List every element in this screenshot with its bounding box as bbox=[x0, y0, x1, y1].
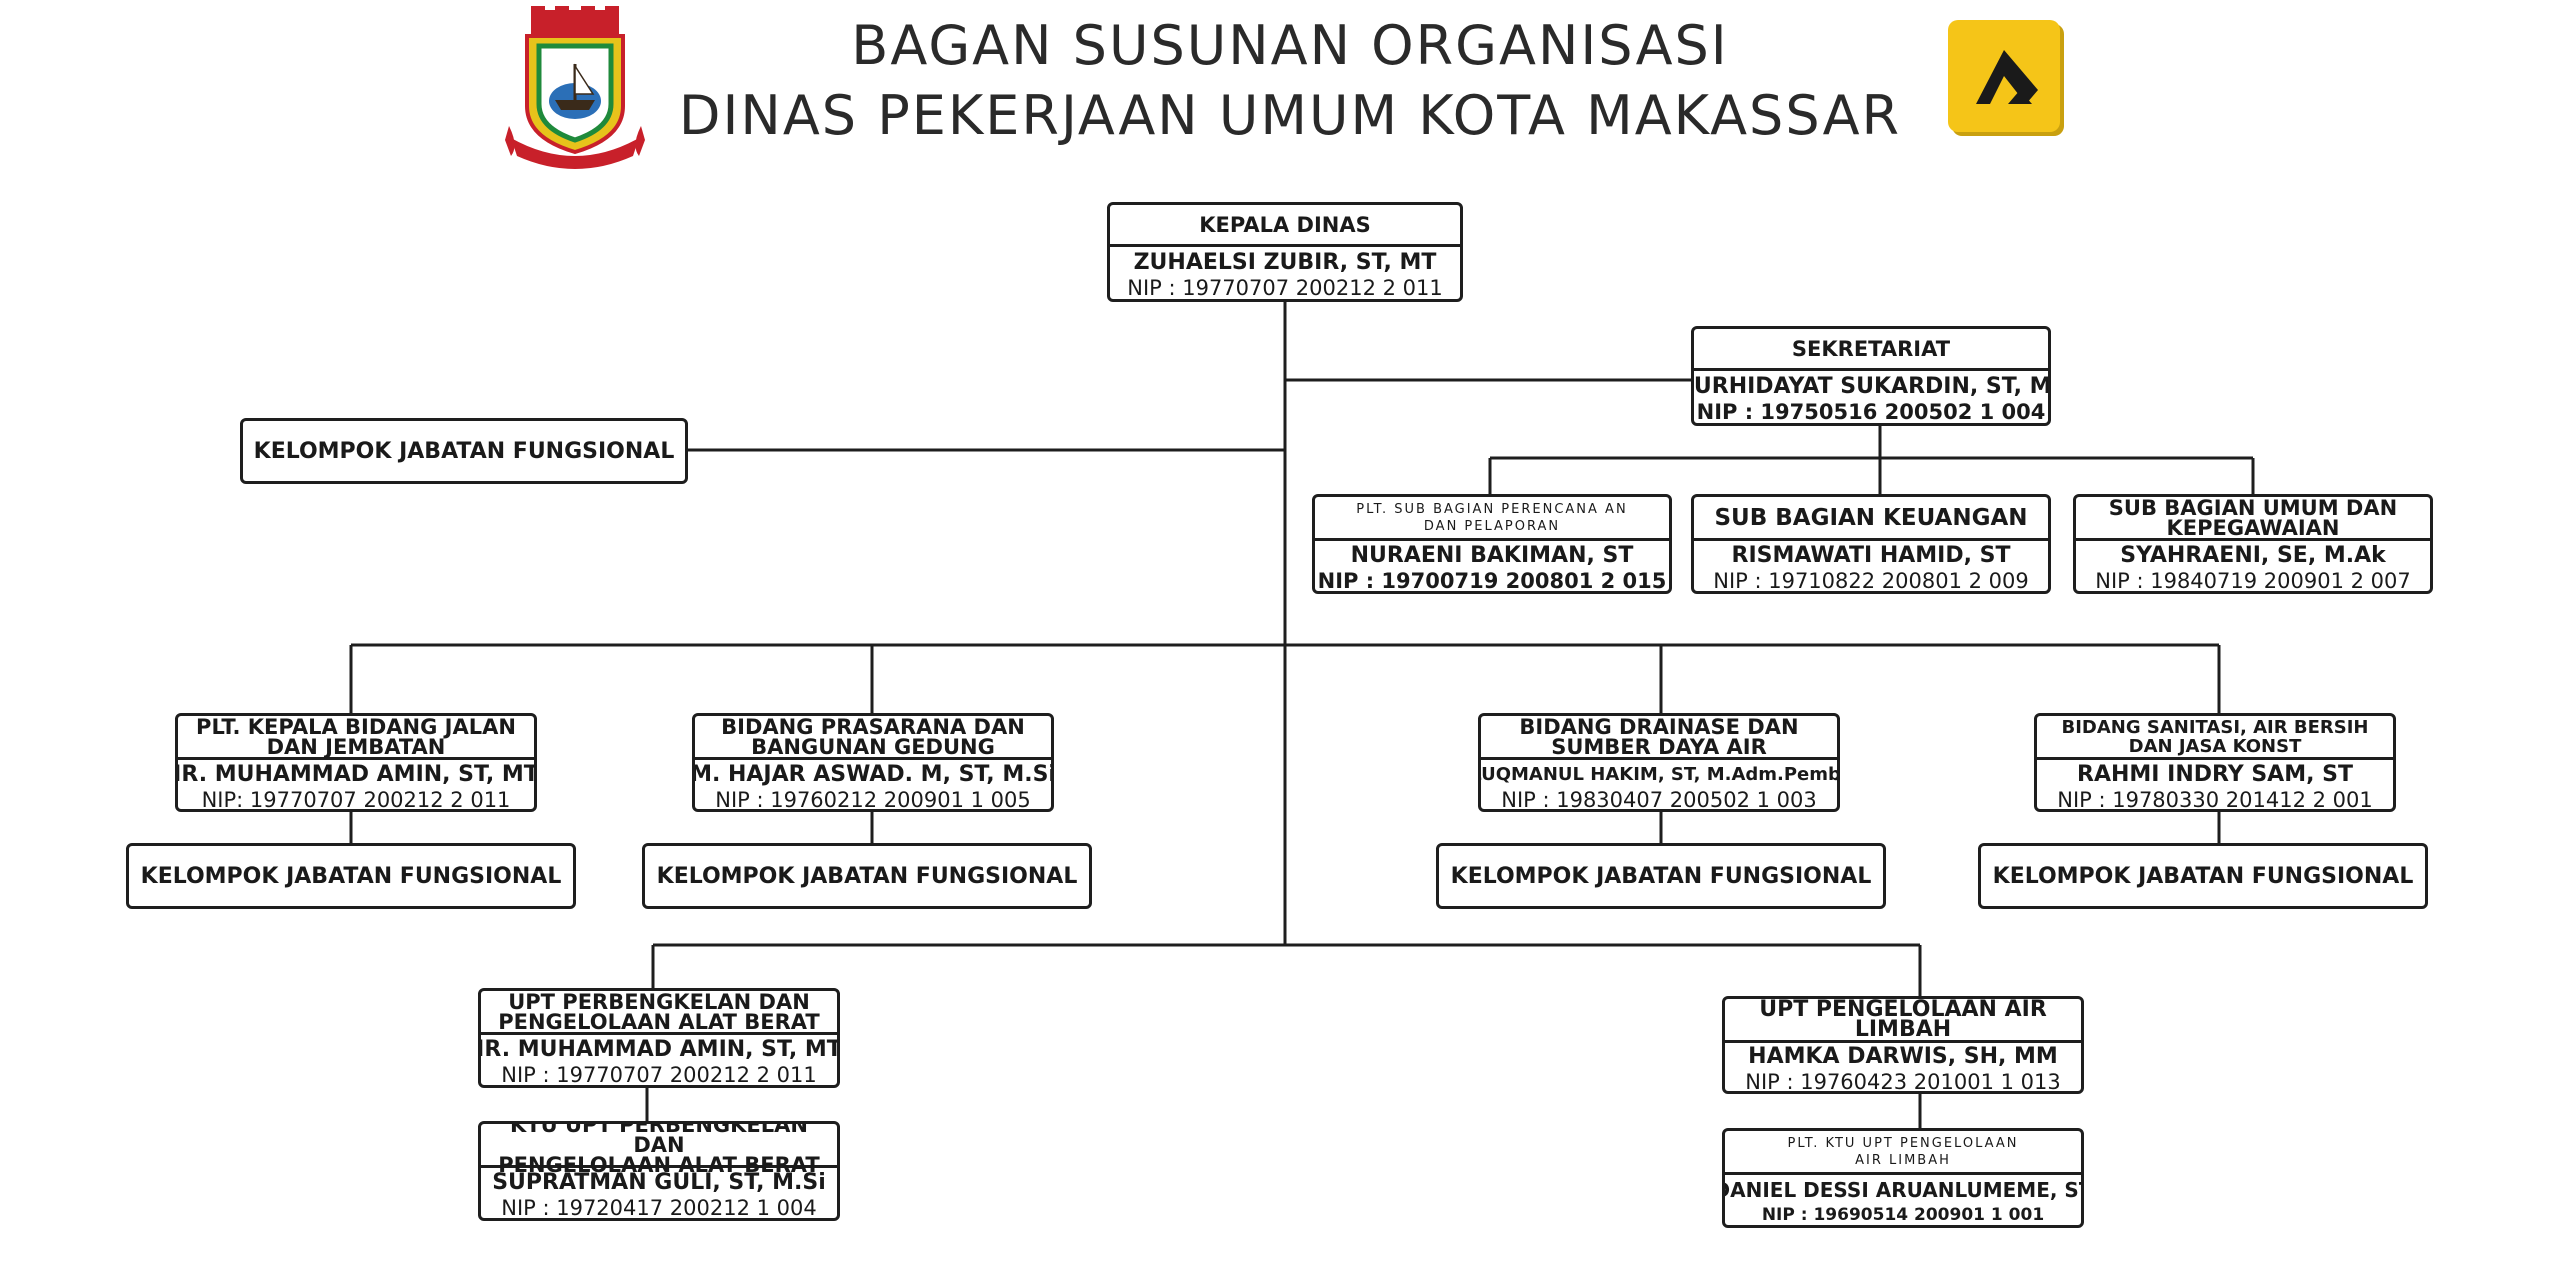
bidang-jalan-box: PLT. KEPALA BIDANG JALAN DAN JEMBATAN IR… bbox=[175, 713, 537, 812]
bidang-drainase-title-1: BIDANG DRAINASE DAN bbox=[1519, 714, 1799, 739]
bidang-sanitasi-title-1: BIDANG SANITASI, AIR BERSIH bbox=[2061, 716, 2369, 738]
subbagian-umum-nip: NIP : 19840719 200901 2 007 bbox=[2095, 569, 2411, 593]
ktu-upt-perbengkelan-nip: NIP : 19720417 200212 1 004 bbox=[501, 1196, 817, 1220]
title-line-1: BAGAN SUSUNAN ORGANISASI bbox=[851, 14, 1729, 77]
bidang-sanitasi-title-2: DAN JASA KONST bbox=[2128, 735, 2302, 757]
ktu-upt-air-limbah-title-1: PLT. KTU UPT PENGELOLAAN bbox=[1787, 1135, 2019, 1151]
kelompok-fungsional-bidang-1: KELOMPOK JABATAN FUNGSIONAL bbox=[126, 843, 576, 909]
bidang-prasarana-title-2: BANGUNAN GEDUNG bbox=[751, 734, 995, 759]
subbagian-perencanaan-box: PLT. SUB BAGIAN PERENCANA AN DAN PELAPOR… bbox=[1312, 494, 1672, 594]
subbagian-umum-title-1: SUB BAGIAN UMUM DAN bbox=[2108, 495, 2398, 520]
ktu-upt-perbengkelan-title-2: PENGELOLAAN ALAT BERAT bbox=[498, 1152, 820, 1177]
makassar-city-seal-icon bbox=[505, 6, 645, 176]
subbagian-perencanaan-title-2: DAN PELAPORAN bbox=[1423, 518, 1561, 534]
bidang-jalan-title-2: DAN JEMBATAN bbox=[266, 734, 446, 759]
subbagian-perencanaan-name: NURAENI BAKIMAN, ST bbox=[1350, 543, 1634, 568]
subbagian-keuangan-box: SUB BAGIAN KEUANGAN RISMAWATI HAMID, ST … bbox=[1691, 494, 2051, 594]
sekretariat-nip: NIP : 19750516 200502 1 004 bbox=[1696, 400, 2046, 424]
bidang-jalan-name: IR. MUHAMMAD AMIN, ST, MT bbox=[175, 761, 537, 787]
bidang-sanitasi-nip: NIP : 19780330 201412 2 001 bbox=[2057, 787, 2373, 812]
title-line-2: DINAS PEKERJAAN UMUM KOTA MAKASSAR bbox=[678, 84, 1902, 147]
ktu-upt-perbengkelan-title-1: KTU UPT PERBENGKELAN DAN bbox=[510, 1121, 808, 1157]
subbagian-perencanaan-nip: NIP : 19700719 200801 2 015 bbox=[1317, 569, 1667, 593]
bidang-sanitasi-box: BIDANG SANITASI, AIR BERSIH DAN JASA KON… bbox=[2034, 713, 2396, 812]
bidang-jalan-nip: NIP: 19770707 200212 2 011 bbox=[201, 787, 511, 812]
public-works-emblem-icon bbox=[1948, 20, 2068, 140]
upt-perbengkelan-nip: NIP : 19770707 200212 2 011 bbox=[501, 1063, 817, 1087]
kelompok-fungsional-top: KELOMPOK JABATAN FUNGSIONAL bbox=[240, 418, 688, 484]
sekretariat-title: SEKRETARIAT bbox=[1694, 329, 2048, 371]
bidang-sanitasi-name: RAHMI INDRY SAM, ST bbox=[2077, 761, 2353, 787]
bidang-drainase-title-2: SUMBER DAYA AIR bbox=[1551, 734, 1767, 759]
bidang-drainase-box: BIDANG DRAINASE DAN SUMBER DAYA AIR LUQM… bbox=[1478, 713, 1840, 812]
ktu-upt-air-limbah-name: DANIEL DESSI ARUANLUMEME, ST bbox=[1722, 1178, 2084, 1202]
ktu-upt-perbengkelan-name: SUPRATMAN GULI, ST, M.Si bbox=[492, 1170, 826, 1195]
upt-perbengkelan-title-2: PENGELOLAAN ALAT BERAT bbox=[498, 1009, 820, 1034]
subbagian-keuangan-title: SUB BAGIAN KEUANGAN bbox=[1714, 504, 2028, 531]
bidang-prasarana-nip: NIP : 19760212 200901 1 005 bbox=[715, 787, 1031, 812]
upt-perbengkelan-box: UPT PERBENGKELAN DAN PENGELOLAAN ALAT BE… bbox=[478, 988, 840, 1088]
upt-perbengkelan-name: IR. MUHAMMAD AMIN, ST, MT bbox=[478, 1037, 840, 1062]
subbagian-umum-box: SUB BAGIAN UMUM DAN KEPEGAWAIAN SYAHRAEN… bbox=[2073, 494, 2433, 594]
sekretariat-name: NURHIDAYAT SUKARDIN, ST, MT bbox=[1691, 374, 2051, 399]
kelompok-fungsional-bidang-3: KELOMPOK JABATAN FUNGSIONAL bbox=[1436, 843, 1886, 909]
bidang-drainase-name: LUQMANUL HAKIM, ST, M.Adm.Pemb. bbox=[1478, 763, 1840, 785]
bidang-prasarana-name: M. HAJAR ASWAD. M, ST, M.Si bbox=[692, 761, 1054, 787]
subbagian-perencanaan-title-1: PLT. SUB BAGIAN PERENCANA AN bbox=[1356, 501, 1628, 517]
kepala-dinas-title: KEPALA DINAS bbox=[1110, 205, 1460, 247]
subbagian-umum-name: SYAHRAENI, SE, M.Ak bbox=[2120, 543, 2386, 568]
ktu-upt-perbengkelan-box: KTU UPT PERBENGKELAN DAN PENGELOLAAN ALA… bbox=[478, 1121, 840, 1221]
kelompok-fungsional-bidang-4: KELOMPOK JABATAN FUNGSIONAL bbox=[1978, 843, 2428, 909]
subbagian-umum-title-2: KEPEGAWAIAN bbox=[2166, 515, 2340, 540]
bidang-drainase-nip: NIP : 19830407 200502 1 003 bbox=[1501, 787, 1817, 812]
ktu-upt-air-limbah-box: PLT. KTU UPT PENGELOLAAN AIR LIMBAH DANI… bbox=[1722, 1128, 2084, 1228]
upt-air-limbah-nip: NIP : 19760423 201001 1 013 bbox=[1745, 1070, 2061, 1094]
kepala-dinas-box: KEPALA DINAS ZUHAELSI ZUBIR, ST, MT NIP … bbox=[1107, 202, 1463, 302]
ktu-upt-air-limbah-title-2: AIR LIMBAH bbox=[1855, 1152, 1951, 1168]
subbagian-keuangan-name: RISMAWATI HAMID, ST bbox=[1731, 543, 2011, 568]
bidang-prasarana-box: BIDANG PRASARANA DAN BANGUNAN GEDUNG M. … bbox=[692, 713, 1054, 812]
kepala-dinas-nip: NIP : 19770707 200212 2 011 bbox=[1127, 276, 1443, 300]
upt-air-limbah-title: UPT PENGELOLAAN AIR LIMBAH bbox=[1759, 996, 2047, 1042]
upt-perbengkelan-title-1: UPT PERBENGKELAN DAN bbox=[508, 989, 810, 1014]
upt-air-limbah-box: UPT PENGELOLAAN AIR LIMBAH HAMKA DARWIS,… bbox=[1722, 996, 2084, 1094]
subbagian-keuangan-nip: NIP : 19710822 200801 2 009 bbox=[1713, 569, 2029, 593]
ktu-upt-air-limbah-nip: NIP : 19690514 200901 1 001 bbox=[1761, 1205, 2045, 1225]
bidang-prasarana-title-1: BIDANG PRASARANA DAN bbox=[721, 714, 1025, 739]
sekretariat-box: SEKRETARIAT NURHIDAYAT SUKARDIN, ST, MT … bbox=[1691, 326, 2051, 426]
upt-air-limbah-name: HAMKA DARWIS, SH, MM bbox=[1748, 1044, 2058, 1069]
bidang-jalan-title-1: PLT. KEPALA BIDANG JALAN bbox=[196, 714, 516, 739]
kepala-dinas-name: ZUHAELSI ZUBIR, ST, MT bbox=[1133, 250, 1437, 275]
kelompok-fungsional-bidang-2: KELOMPOK JABATAN FUNGSIONAL bbox=[642, 843, 1092, 909]
